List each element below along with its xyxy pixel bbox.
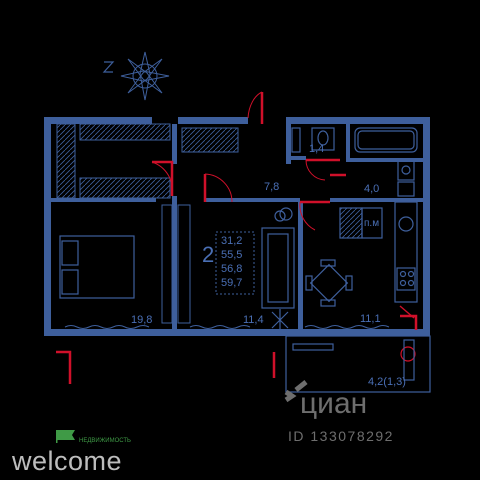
- logo-name: welcome: [12, 446, 123, 476]
- rooms-count: 2: [202, 242, 214, 267]
- area-living: 31,2: [221, 235, 242, 247]
- windows: [64, 325, 390, 329]
- logo-tagline: НЕДВИЖИМОСТЬ: [79, 438, 131, 444]
- inner-walls: [51, 124, 423, 329]
- cian-logo-icon: [284, 380, 308, 403]
- room-area-hall: 7,8: [264, 181, 279, 193]
- bathroom-fixtures: [291, 127, 418, 197]
- flag-icon: [56, 430, 75, 443]
- area-residential: 55,5: [221, 249, 242, 261]
- dining-table: [305, 259, 353, 307]
- room-area-bedroom: 19,8: [131, 314, 152, 326]
- room-area-bath: 4,0: [364, 183, 379, 195]
- area-info-box: [215, 231, 255, 295]
- kitchen-counter: [339, 201, 418, 303]
- loggia: [285, 335, 431, 393]
- room-area-kitchen: 11,1: [360, 313, 381, 325]
- room-area-wc: 1,4: [309, 143, 324, 155]
- watermark-id: ID 133078292: [288, 428, 394, 444]
- compass-icon: [102, 51, 170, 101]
- double-bed: [59, 235, 135, 299]
- wardrobes: [56, 123, 239, 324]
- watermark-brand: циан: [300, 387, 367, 420]
- area-total-with-loggia: 59,7: [221, 277, 242, 289]
- area-total: 56,8: [221, 263, 242, 275]
- sofa: [261, 207, 295, 331]
- room-area-loggia: 4,2(1,3): [368, 376, 406, 388]
- room-area-living: 11,4: [243, 314, 264, 326]
- outer-walls: [44, 117, 430, 336]
- fridge-label: п.м: [364, 218, 379, 229]
- doors: [56, 91, 418, 384]
